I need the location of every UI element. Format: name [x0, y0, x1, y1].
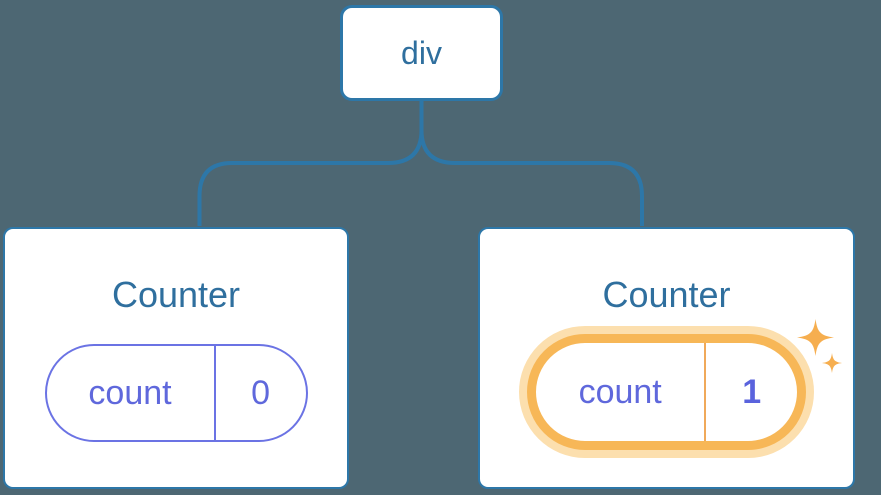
state-key-label: count — [88, 373, 172, 412]
state-value: 0 — [213, 346, 306, 440]
counter-card-left: Counter count 0 — [3, 227, 349, 489]
state-key-label: count — [578, 372, 662, 411]
root-node-div: div — [340, 5, 503, 101]
sparkle-icon — [822, 353, 842, 373]
component-title: Counter — [602, 274, 731, 315]
component-title: Counter — [111, 274, 241, 315]
counter-card-right: Counter count 1 — [478, 227, 855, 489]
sparkle-icon — [797, 319, 834, 356]
state-pill: count 0 — [44, 344, 308, 442]
state-value: 1 — [704, 343, 797, 441]
state-pill-highlighted: count 1 — [527, 334, 806, 450]
root-node-label: div — [401, 34, 442, 71]
